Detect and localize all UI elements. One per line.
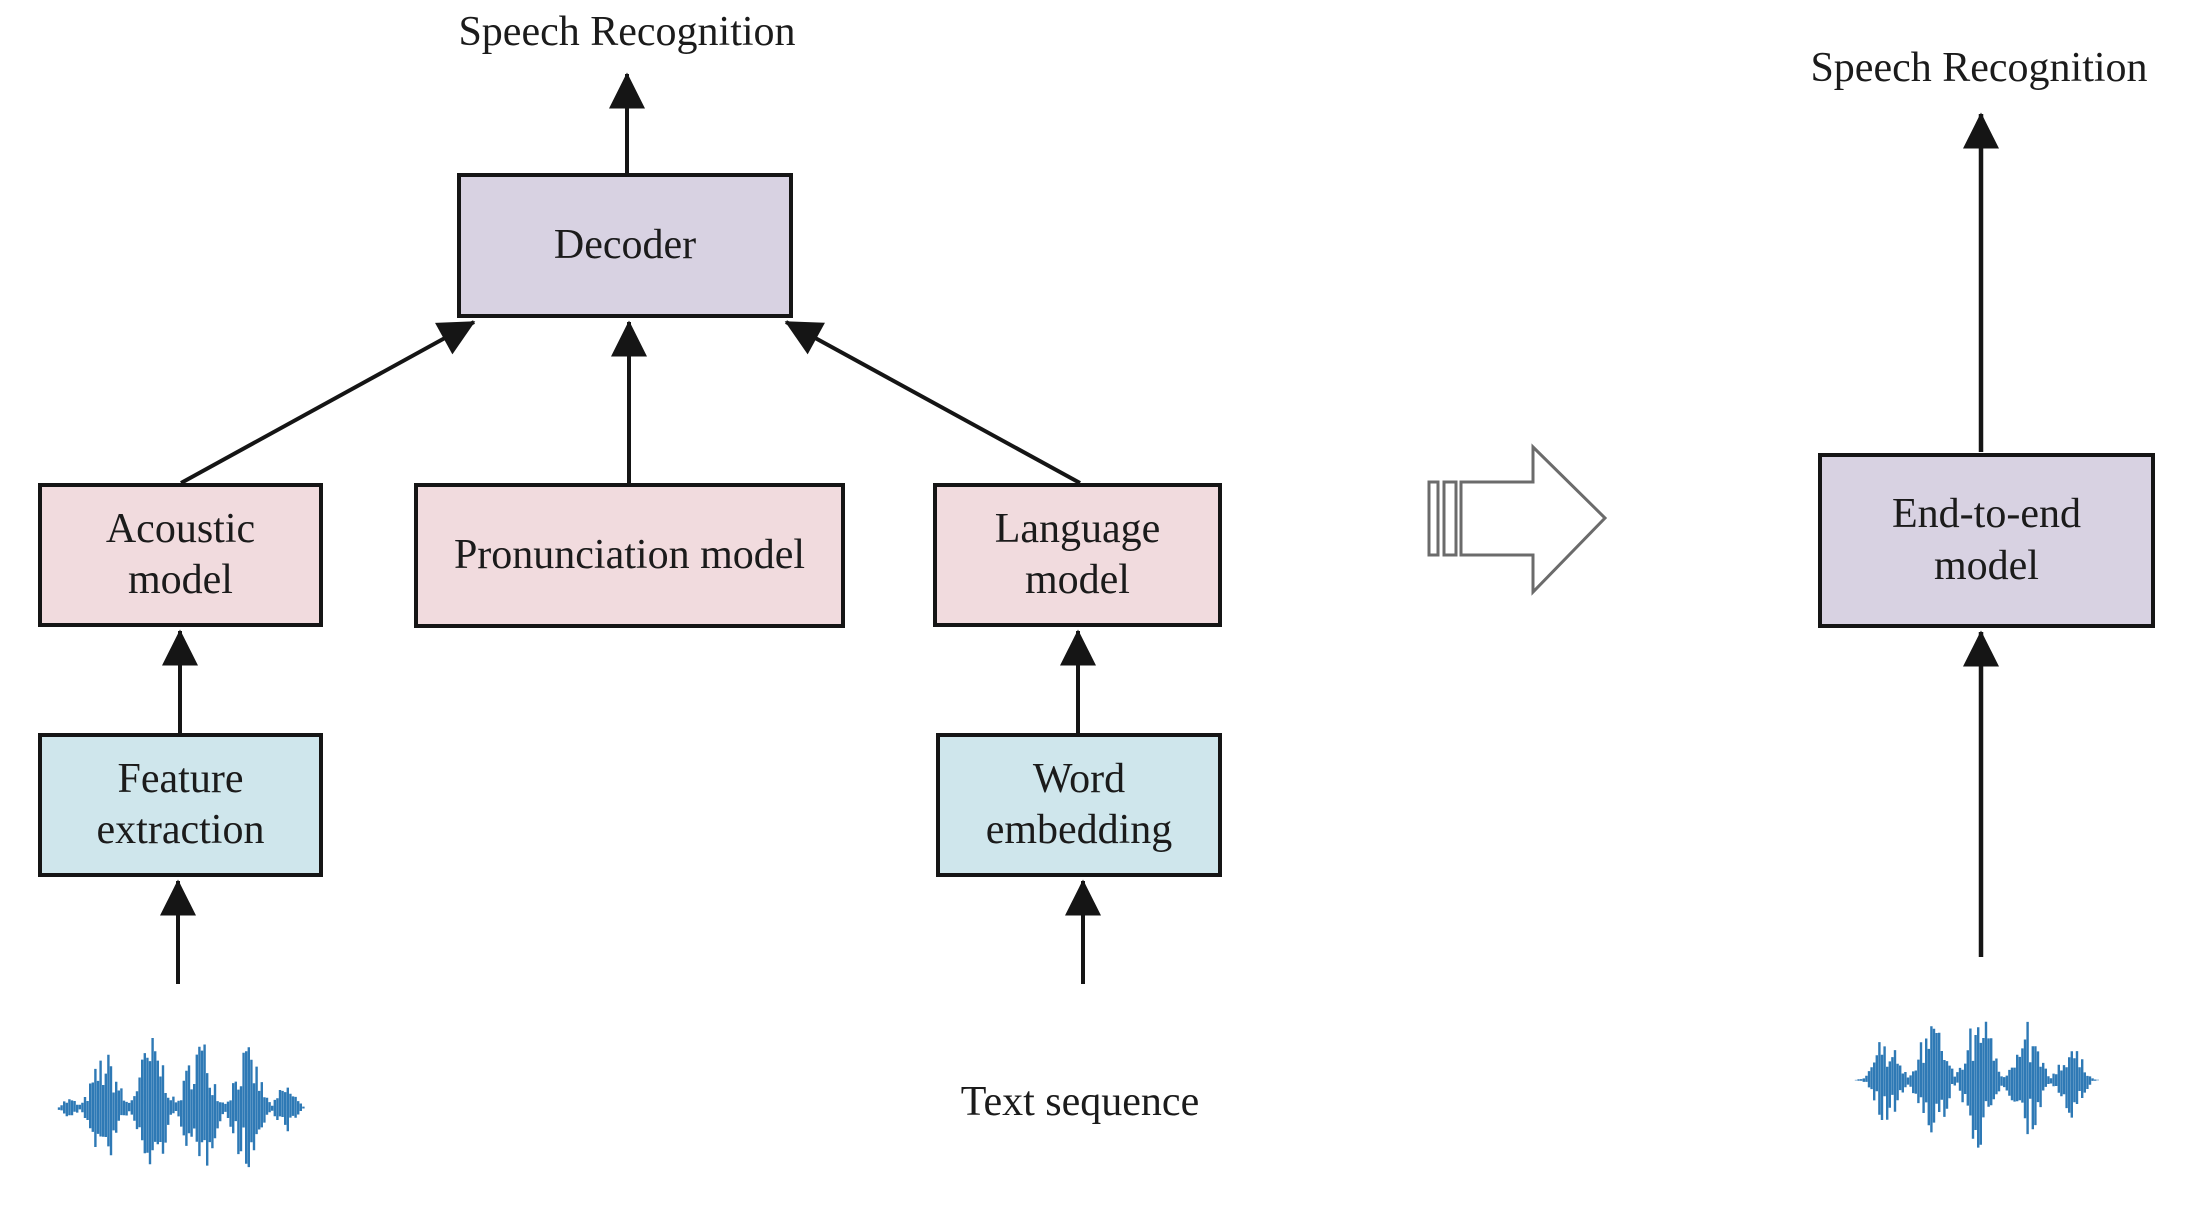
decoder-box: Decoder bbox=[457, 173, 793, 318]
language-model-label: Language model bbox=[994, 505, 1161, 603]
pronunciation-model-label: Pronunciation model bbox=[453, 531, 806, 578]
transform-right-arrow-icon bbox=[1427, 443, 1608, 596]
word-embedding-box: Word embedding bbox=[936, 733, 1222, 877]
decoder-label: Decoder bbox=[553, 221, 697, 268]
feature-extraction-box: Feature extraction bbox=[38, 733, 323, 877]
arrow-acoustic-to-decoder bbox=[180, 320, 476, 485]
pronunciation-model-box: Pronunciation model bbox=[414, 483, 845, 628]
traditional-output-title: Speech Recognition bbox=[458, 9, 796, 55]
acoustic-model-label: Acoustic model bbox=[105, 505, 256, 603]
acoustic-model-box: Acoustic model bbox=[38, 483, 323, 627]
audio-waveform-icon bbox=[1854, 1021, 2099, 1148]
text-sequence-label: Text sequence bbox=[960, 1079, 1200, 1125]
end-to-end-model-label: End-to-end model bbox=[1892, 491, 2081, 589]
language-model-box: Language model bbox=[933, 483, 1222, 627]
arrow-language-to-decoder bbox=[784, 320, 1081, 485]
word-embedding-label: Word embedding bbox=[985, 755, 1173, 853]
e2e-output-title: Speech Recognition bbox=[1810, 45, 2148, 91]
feature-extraction-label: Feature extraction bbox=[96, 755, 265, 853]
audio-waveform-icon bbox=[57, 1038, 305, 1168]
end-to-end-model-box: End-to-end model bbox=[1818, 453, 2155, 628]
